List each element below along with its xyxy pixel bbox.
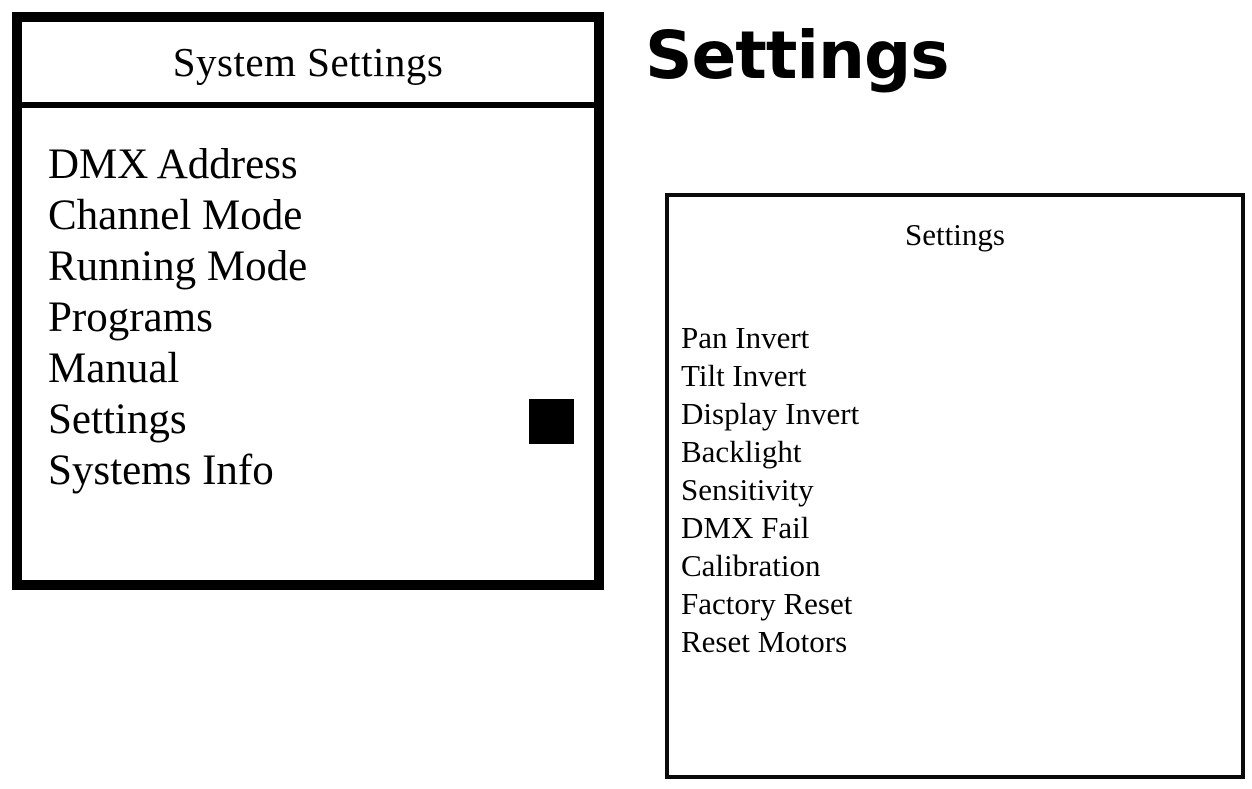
section-heading: Settings <box>645 17 950 94</box>
lcd-menu-titlebar: System Settings <box>22 22 594 108</box>
lcd-menu-panel: System Settings DMX Address Channel Mode… <box>12 12 604 590</box>
settings-menu-item-calibration[interactable]: Calibration <box>681 548 821 583</box>
settings-menu-item-factory-reset[interactable]: Factory Reset <box>681 586 853 621</box>
lcd-menu-list: DMX Address Channel Mode Running Mode Pr… <box>48 139 594 496</box>
settings-menu-item-sensitivity[interactable]: Sensitivity <box>681 472 814 507</box>
settings-menu-item-pan-invert[interactable]: Pan Invert <box>681 320 810 355</box>
lcd-menu-item-dmx-address[interactable]: DMX Address <box>48 141 298 188</box>
lcd-menu-item-settings[interactable]: Settings <box>48 396 187 443</box>
settings-menu-item-backlight[interactable]: Backlight <box>681 434 802 469</box>
selection-block-cursor-icon <box>529 399 574 444</box>
lcd-menu-title: System Settings <box>172 38 444 85</box>
settings-menu-item-reset-motors[interactable]: Reset Motors <box>681 624 848 659</box>
lcd-menu-item-running-mode[interactable]: Running Mode <box>48 243 308 290</box>
settings-menu-panel: Settings Pan Invert Tilt Invert Display … <box>665 193 1245 779</box>
lcd-menu-item-systems-info[interactable]: Systems Info <box>48 447 274 494</box>
settings-menu-list: Pan Invert Tilt Invert Display Invert Ba… <box>681 319 1241 661</box>
settings-menu-item-display-invert[interactable]: Display Invert <box>681 396 860 431</box>
lcd-menu-item-channel-mode[interactable]: Channel Mode <box>48 192 303 239</box>
settings-menu-item-dmx-fail[interactable]: DMX Fail <box>681 510 810 545</box>
lcd-menu-item-programs[interactable]: Programs <box>48 294 213 341</box>
settings-menu-title: Settings <box>905 217 1005 252</box>
settings-menu-item-tilt-invert[interactable]: Tilt Invert <box>681 358 807 393</box>
lcd-menu-item-manual[interactable]: Manual <box>48 345 180 392</box>
